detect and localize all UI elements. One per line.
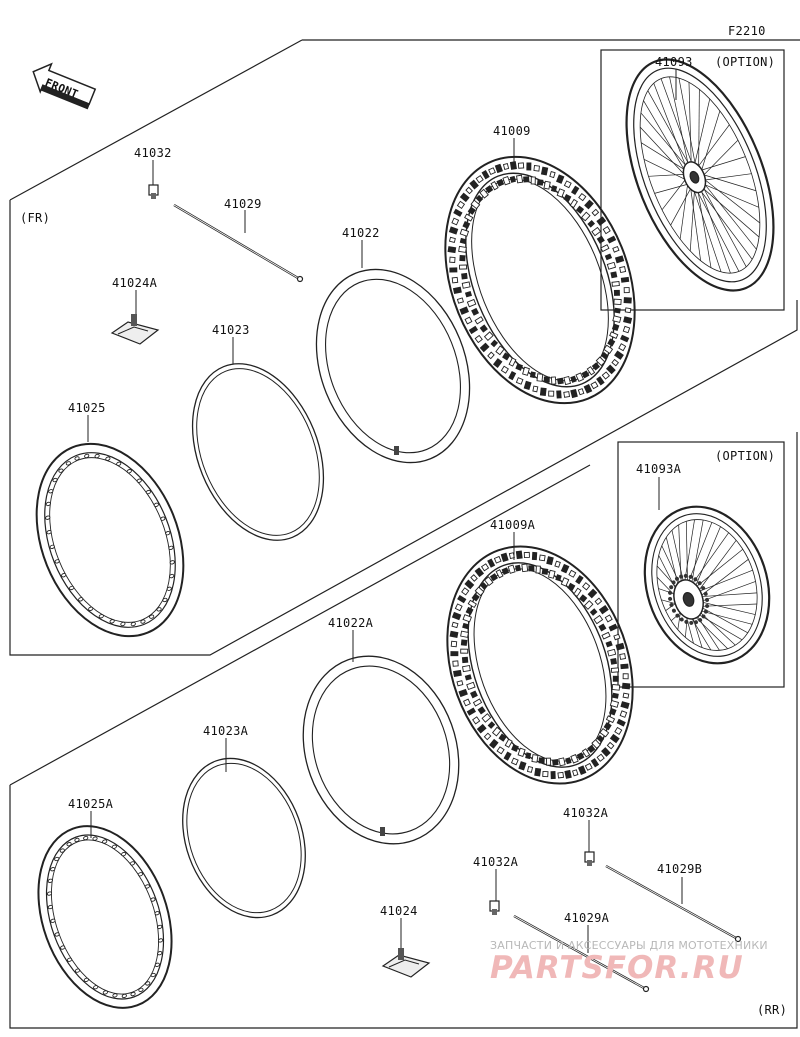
part-number-41093A[interactable]: 41093A <box>636 462 682 476</box>
tube-41022A <box>302 655 460 845</box>
part-number-41024A[interactable]: 41024A <box>112 276 158 290</box>
valve-icon <box>394 446 399 455</box>
watermark-logo: PARTSFOR.RU <box>490 950 744 986</box>
option-box-rear <box>617 441 785 688</box>
option-label-front: (OPTION) <box>715 55 776 69</box>
rim-lock-41024 <box>381 948 431 978</box>
front-arrow-icon <box>32 62 97 110</box>
part-number-41025A[interactable]: 41025A <box>68 797 114 811</box>
option-wheel-41093A <box>643 505 771 665</box>
part-number-41029B[interactable]: 41029B <box>657 862 703 876</box>
tire-41009A <box>446 545 634 785</box>
part-number-41024[interactable]: 41024 <box>380 904 418 918</box>
figure-code: F2210 <box>728 24 766 38</box>
part-number-41022A[interactable]: 41022A <box>328 616 374 630</box>
rear-panel-frame <box>9 432 798 1029</box>
part-number-41009A[interactable]: 41009A <box>490 518 536 532</box>
option-label-rear: (OPTION) <box>715 449 776 463</box>
nipple-41032 <box>148 184 159 199</box>
valve-icon <box>380 827 385 836</box>
part-number-41029A[interactable]: 41029A <box>564 911 610 925</box>
part-number-41022[interactable]: 41022 <box>342 226 380 240</box>
option-wheel-41093 <box>625 58 775 292</box>
tire-41009 <box>444 155 636 405</box>
section-rear-label: (RR) <box>757 1003 788 1017</box>
spoke-41029 <box>173 204 304 283</box>
leader-lines <box>87 69 683 953</box>
part-number-41032[interactable]: 41032 <box>134 146 172 160</box>
rim-band-41023A <box>182 757 306 919</box>
part-number-41093[interactable]: 41093 <box>655 55 693 69</box>
part-number-41009[interactable]: 41009 <box>493 124 531 138</box>
part-number-41023A[interactable]: 41023A <box>203 724 249 738</box>
tube-41022 <box>315 268 471 464</box>
front-panel-frame <box>9 39 800 656</box>
rim-lock-41024A <box>110 314 160 345</box>
part-number-41025[interactable]: 41025 <box>68 401 106 415</box>
option-box-front <box>600 49 785 311</box>
nipple-41032A-upper <box>584 851 595 866</box>
section-front-label: (FR) <box>20 211 51 225</box>
spoke-41029B <box>605 865 742 943</box>
part-number-41032A-lower[interactable]: 41032A <box>473 855 519 869</box>
rim-band-41023 <box>191 363 325 541</box>
watermark-tagline: ЗАПЧАСТИ И АКСЕССУАРЫ ДЛЯ МОТОТЕХНИКИ <box>490 939 768 952</box>
nipple-41032A-lower <box>489 900 500 915</box>
part-number-41023[interactable]: 41023 <box>212 323 250 337</box>
part-number-41032A-upper[interactable]: 41032A <box>563 806 609 820</box>
part-number-41029[interactable]: 41029 <box>224 197 262 211</box>
spoke-41029A <box>513 915 650 993</box>
rim-41025A <box>37 825 173 1009</box>
rim-41025 <box>35 442 185 638</box>
